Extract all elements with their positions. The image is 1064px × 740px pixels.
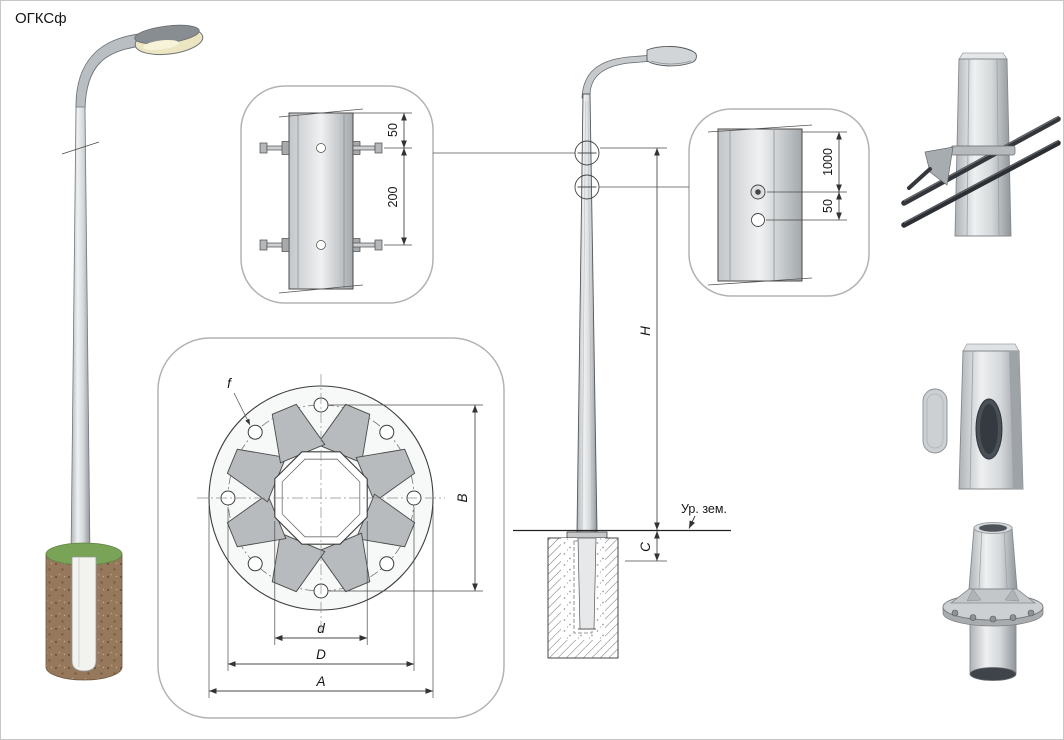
dim-C-label: C	[638, 542, 653, 552]
break-line-top	[707, 124, 813, 133]
hatch-door-cover	[922, 388, 948, 454]
cable-upper	[901, 116, 1061, 206]
pole-band	[950, 145, 1016, 156]
f-leader-line	[233, 392, 251, 426]
dim-d-label: d	[317, 621, 325, 636]
grounding-hole	[751, 213, 765, 227]
flange-centerlines	[197, 374, 445, 633]
dim-D-label: D	[316, 647, 326, 662]
break-line-top	[278, 108, 364, 118]
break-line-bottom	[707, 277, 813, 286]
pole-shaft-3d	[70, 106, 91, 558]
clamp-bolt-bottom	[259, 238, 383, 252]
pole-wall-inner	[281, 458, 361, 538]
flange-bolts	[951, 609, 1035, 623]
flange-detail-callout: f B d D A	[157, 337, 505, 719]
elevation-pole	[576, 93, 598, 533]
clamp-detail-pole-section	[288, 112, 354, 290]
base-flange-plate	[566, 531, 608, 539]
lamp-head-3d	[134, 24, 204, 56]
dim-A-lines	[208, 506, 434, 698]
clamp-detail-callout: 50 200	[240, 85, 434, 304]
cable-lower	[901, 140, 1061, 228]
bolt-hole	[247, 424, 263, 440]
bolt-hole	[379, 556, 395, 572]
elevation-lamp-head	[646, 46, 697, 67]
pole-anchor-tail	[577, 537, 597, 630]
wedge-clamp	[924, 146, 954, 186]
foundation-3d	[45, 542, 123, 681]
foundation-section	[547, 537, 619, 659]
callout-circle-upper	[574, 140, 600, 166]
dim-grounding-spacing: 50	[821, 199, 835, 213]
dim-grounding-height: 1000	[821, 148, 835, 176]
pole-break-mark	[61, 141, 100, 155]
dim-C-lines	[625, 531, 667, 562]
grounding-detail-callout: 1000 50	[688, 108, 870, 297]
pole-3d-view	[45, 24, 204, 681]
dim-H-lines	[600, 147, 667, 530]
clamp-dimensions	[353, 112, 412, 246]
ground-level-label: Ур. зем.	[681, 502, 727, 516]
render-base-flange	[942, 522, 1044, 681]
dim-A-label: A	[315, 674, 325, 689]
dim-H-label: H	[638, 326, 653, 336]
elevation-lamp-arm	[581, 54, 655, 99]
grounding-dimensions	[766, 131, 847, 221]
drawing-title: ОГКСф	[15, 10, 67, 27]
grounding-pole-section	[717, 128, 803, 282]
dim-d-lines	[274, 521, 368, 645]
dim-f-label: f	[227, 376, 232, 391]
dim-B-lines	[329, 404, 483, 592]
render-cable-clamp	[901, 52, 1061, 237]
clamp-bolt-top	[259, 141, 383, 155]
dim-clamp-spacing: 200	[386, 187, 400, 208]
dim-B-label: B	[455, 493, 470, 502]
ground-symbol-arrow	[688, 515, 696, 529]
dim-clamp-offset: 50	[386, 123, 400, 137]
lamp-arm-3d	[75, 33, 142, 110]
foundation-sleeve	[71, 556, 97, 672]
bolt-hole	[247, 556, 263, 572]
render-access-door	[922, 343, 1024, 490]
flange-gussets	[226, 403, 416, 593]
break-line-bottom	[278, 284, 364, 294]
dim-D-lines	[227, 507, 415, 671]
bolt-hole	[379, 424, 395, 440]
elevation-view: Ур. зем. H C	[513, 46, 731, 659]
base-shaft	[968, 527, 1018, 590]
